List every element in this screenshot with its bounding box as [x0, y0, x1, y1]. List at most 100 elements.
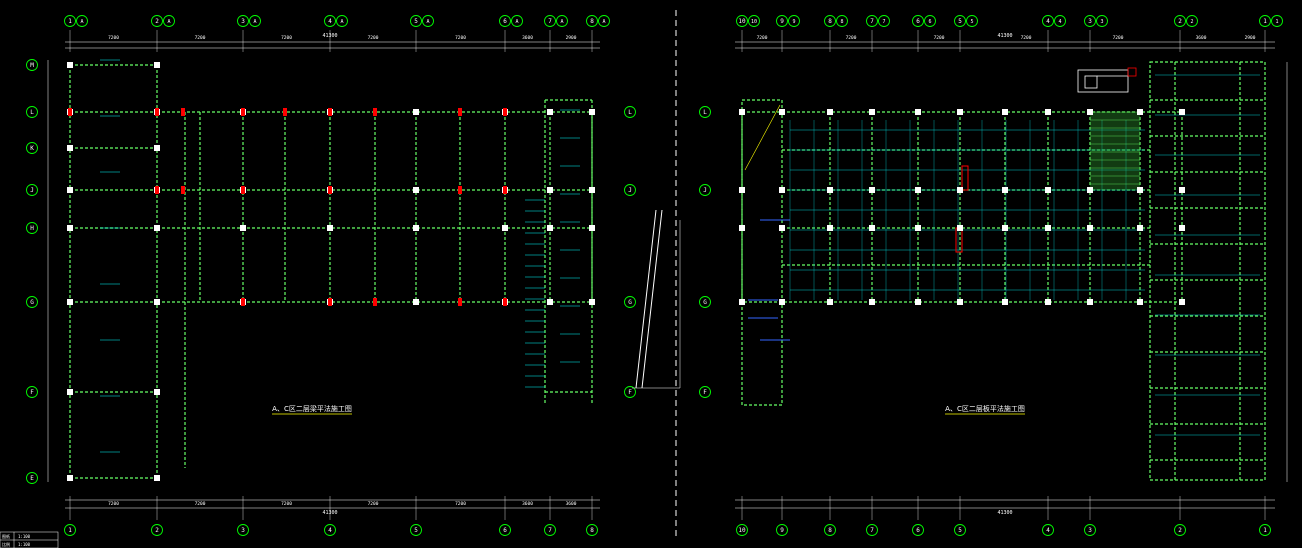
column	[67, 389, 73, 395]
column	[779, 109, 785, 115]
column	[1179, 109, 1185, 115]
right-plan-title: A、C区二层板平法施工图	[945, 404, 1025, 413]
right-bottom-axis-9: 9	[776, 524, 788, 536]
column	[1087, 299, 1093, 305]
stair-hatch	[1090, 112, 1140, 190]
left-row-axis-K: K	[26, 142, 38, 154]
left-right-axis-F-label: F	[628, 389, 632, 396]
left-right-axis-J: J	[624, 184, 636, 196]
column	[1137, 187, 1143, 193]
left-top-axis-2-label: 2	[155, 18, 159, 25]
right-top-axis-3-label: 3	[1088, 18, 1092, 25]
right-top-axis-4-label: 4	[1046, 18, 1050, 25]
column-stub	[328, 298, 332, 306]
column	[827, 187, 833, 193]
column-stub	[328, 186, 332, 194]
column-stub	[373, 108, 377, 116]
left-right-axis-L: L	[624, 106, 636, 118]
left-bottom-dim-4: 7200	[455, 501, 466, 507]
column	[1087, 225, 1093, 231]
right-row-axis-L-label: L	[703, 109, 707, 116]
column	[154, 389, 160, 395]
column	[739, 299, 745, 305]
column	[413, 109, 419, 115]
left-bottom-dim-5: 3600	[522, 501, 533, 507]
column-stub	[283, 108, 287, 116]
column	[1137, 299, 1143, 305]
left-bottom-axis-1-label: 1	[68, 527, 72, 534]
right-top-axis-2-sub-label: 2	[1190, 19, 1193, 25]
left-row-axis-G: G	[26, 296, 38, 308]
right-top-dim-4: 7200	[1113, 35, 1124, 41]
left-right-axis-J-label: J	[628, 187, 632, 194]
title-block: 图纸 比例 1:100 1:100	[0, 531, 59, 548]
right-bottom-axis-5-label: 5	[958, 527, 962, 534]
column	[240, 225, 246, 231]
column-stub	[181, 186, 185, 194]
column	[869, 225, 875, 231]
left-bottom-dim-3: 7200	[368, 501, 379, 507]
right-bottom-axis-7-label: 7	[870, 527, 874, 534]
column	[779, 187, 785, 193]
column	[779, 299, 785, 305]
column-stub	[181, 108, 185, 116]
column	[1045, 187, 1051, 193]
column-stub	[458, 108, 462, 116]
right-top-axis-3-sub-label: 3	[1100, 19, 1103, 25]
right-row-axis-G-label: G	[703, 299, 707, 306]
column	[869, 299, 875, 305]
column	[1045, 299, 1051, 305]
column	[413, 225, 419, 231]
titleblock-label-2: 比例	[2, 541, 10, 547]
left-top-axis-8-label: 8	[590, 18, 594, 25]
column	[1002, 299, 1008, 305]
left-bottom-dim-6: 3600	[566, 501, 577, 507]
left-top-axis-1-sub-label: A	[80, 19, 83, 25]
column-stub	[241, 186, 245, 194]
column	[869, 109, 875, 115]
column-stub	[458, 186, 462, 194]
right-top-axis-6-sub-label: 6	[928, 19, 931, 25]
column	[154, 225, 160, 231]
column	[67, 225, 73, 231]
left-bottom-axis-8-label: 8	[590, 527, 594, 534]
column	[827, 225, 833, 231]
right-top-axis-7-label: 7	[870, 18, 874, 25]
left-bottom-axis-6-label: 6	[503, 527, 507, 534]
right-structure-lines	[739, 61, 1266, 481]
right-row-axis-J: J	[699, 184, 711, 196]
column	[869, 187, 875, 193]
column	[1179, 187, 1185, 193]
right-top-axis-4-sub-label: 4	[1058, 19, 1061, 25]
left-row-axis-J-label: J	[30, 187, 34, 194]
right-top-axis-9-sub-label: 9	[792, 19, 795, 25]
column-stub	[328, 108, 332, 116]
column	[827, 299, 833, 305]
left-bottom-axis-6: 6	[499, 524, 511, 536]
beam-section-detail	[1077, 67, 1137, 93]
column	[502, 225, 508, 231]
left-bottom-axis-4: 4	[324, 524, 336, 536]
column	[1002, 225, 1008, 231]
left-row-axis-E-label: E	[30, 475, 34, 482]
left-bottom-dim-0: 7200	[108, 501, 119, 507]
column	[957, 299, 963, 305]
section-detail	[632, 209, 681, 389]
column	[957, 109, 963, 115]
right-row-axis-L: L	[699, 106, 711, 118]
column-stub	[241, 298, 245, 306]
left-plan-title: A、C区二层梁平法施工图	[272, 404, 352, 413]
left-top-dim-2: 7200	[281, 35, 292, 41]
column-stub	[503, 108, 507, 116]
column	[589, 109, 595, 115]
right-top-axis-9-label: 9	[780, 18, 784, 25]
